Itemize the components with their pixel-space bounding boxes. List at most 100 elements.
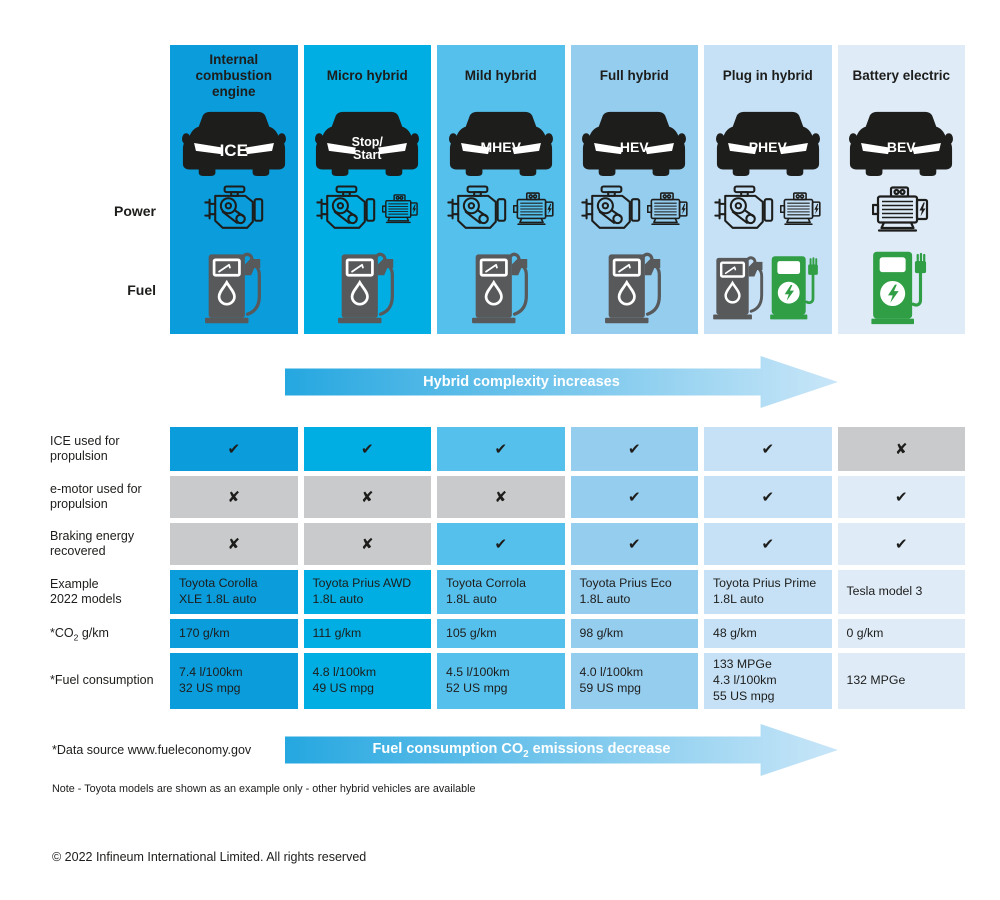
column-full-hybrid: Full hybrid HEV — [570, 45, 699, 334]
car-silhouette: BEV — [838, 107, 966, 179]
fuel-icons — [304, 239, 432, 334]
car-label: Stop/Start — [351, 135, 383, 162]
power-row-label: Power — [113, 203, 156, 219]
vehicle-type-columns: Internal combustion engine ICE Micro hyb… — [170, 45, 966, 334]
table-cell-check: ✔ — [704, 427, 832, 471]
row-label-co2: *CO2 g/km — [50, 626, 109, 643]
fuel-decrease-arrow: Fuel consumption CO2 emissions decrease — [285, 724, 838, 776]
table-cell-fuel: 132 MPGe — [837, 653, 965, 709]
ev-charger-icon — [871, 248, 931, 326]
row-label-braking-energy: Braking energy recovered — [50, 528, 135, 558]
table-cell-cross: ✘ — [303, 476, 431, 518]
fuel-pump-icon — [338, 249, 396, 325]
fuel-pump-icon — [472, 249, 530, 325]
engine-icon — [580, 185, 642, 234]
column-header: Full hybrid — [599, 68, 669, 84]
car-silhouette: ICE — [170, 107, 298, 179]
engine-icon — [446, 185, 508, 234]
power-icons — [704, 179, 832, 239]
engine-icon — [315, 185, 377, 234]
table-cell-check: ✔ — [170, 427, 298, 471]
table-cell-cross: ✘ — [837, 427, 965, 471]
car-label: BEV — [886, 139, 916, 155]
table-cell-cross: ✘ — [170, 476, 298, 518]
table-cell-check: ✔ — [570, 523, 698, 565]
car-silhouette: Stop/Start — [304, 107, 432, 179]
power-icons — [571, 179, 699, 239]
table-cell-check: ✔ — [570, 476, 698, 518]
ev-charger-icon — [770, 253, 822, 321]
e-motor-icon — [872, 186, 930, 233]
table-cell-check: ✔ — [437, 427, 565, 471]
e-motor-icon — [513, 192, 555, 226]
table-cell-co2: 105 g/km — [437, 619, 565, 648]
column-header: Battery electric — [852, 68, 951, 84]
car-label: HEV — [619, 139, 649, 155]
table-cell-co2: 111 g/km — [303, 619, 431, 648]
table-cell-co2: 0 g/km — [837, 619, 965, 648]
row-label-fuel-consumption: *Fuel consumption — [50, 673, 154, 688]
table-cell-check: ✔ — [837, 523, 965, 565]
table-cell-cross: ✘ — [303, 523, 431, 565]
arrow-label: Hybrid complexity increases — [423, 374, 620, 390]
table-cell-check: ✔ — [303, 427, 431, 471]
fuel-icons — [571, 239, 699, 334]
fuel-icons — [170, 239, 298, 334]
table-cell-check: ✔ — [437, 523, 565, 565]
car-silhouette: MHEV — [437, 107, 565, 179]
power-icons — [170, 179, 298, 239]
toyota-example-note: Note - Toyota models are shown as an exa… — [52, 783, 476, 795]
e-motor-icon — [780, 192, 822, 226]
table-cell-check: ✔ — [837, 476, 965, 518]
fuel-pump-icon — [713, 253, 765, 321]
car-label: PHEV — [748, 139, 787, 155]
power-icons — [304, 179, 432, 239]
fuel-icons — [838, 239, 966, 334]
car-silhouette: HEV — [571, 107, 699, 179]
column-mild-hybrid: Mild hybrid MHEV — [437, 45, 565, 334]
power-icons — [437, 179, 565, 239]
table-cell-check: ✔ — [704, 476, 832, 518]
power-icons — [838, 179, 966, 239]
arrow-label: Fuel consumption CO2 emissions decrease — [372, 740, 671, 760]
car-label: ICE — [219, 141, 248, 160]
row-label-ice-propulsion: ICE used for propulsion — [50, 433, 120, 463]
table-cell-co2: 98 g/km — [570, 619, 698, 648]
column-header: Internal combustion engine — [195, 52, 273, 99]
e-motor-icon — [647, 192, 689, 226]
row-label-emotor-propulsion: e-motor used for propulsion — [50, 481, 142, 511]
column-ice: Internal combustion engine ICE — [170, 45, 298, 334]
table-cell-check: ✔ — [570, 427, 698, 471]
engine-icon — [203, 185, 265, 234]
fuel-icons — [437, 239, 565, 334]
row-label-example-models: Example 2022 models — [50, 576, 122, 606]
table-cell-cross: ✘ — [437, 476, 565, 518]
fuel-pump-icon — [205, 249, 263, 325]
car-label: MHEV — [480, 139, 521, 155]
table-cell-model: Tesla model 3 — [837, 570, 965, 614]
column-header: Micro hybrid — [326, 68, 408, 84]
column-plug-in-hybrid: Plug in hybrid PHEV — [704, 45, 832, 334]
e-motor-icon — [382, 194, 419, 224]
fuel-row-label: Fuel — [127, 282, 156, 298]
table-cell-cross: ✘ — [170, 523, 298, 565]
comparison-table: ✔ ✔ ✔ ✔ ✔ ✘ ✘ ✘ ✘ ✔ ✔ ✔ ✘ ✘ ✔ ✔ ✔ ✔ Toyo… — [170, 427, 965, 709]
engine-icon — [713, 185, 775, 234]
table-cell-co2: 170 g/km — [170, 619, 298, 648]
table-cell-check: ✔ — [704, 523, 832, 565]
column-header: Mild hybrid — [464, 68, 537, 84]
copyright-line: © 2022 Infineum International Limited. A… — [52, 850, 367, 864]
hybrid-complexity-arrow: Hybrid complexity increases — [285, 356, 838, 408]
column-header: Plug in hybrid — [722, 68, 813, 84]
fuel-pump-icon — [605, 249, 663, 325]
